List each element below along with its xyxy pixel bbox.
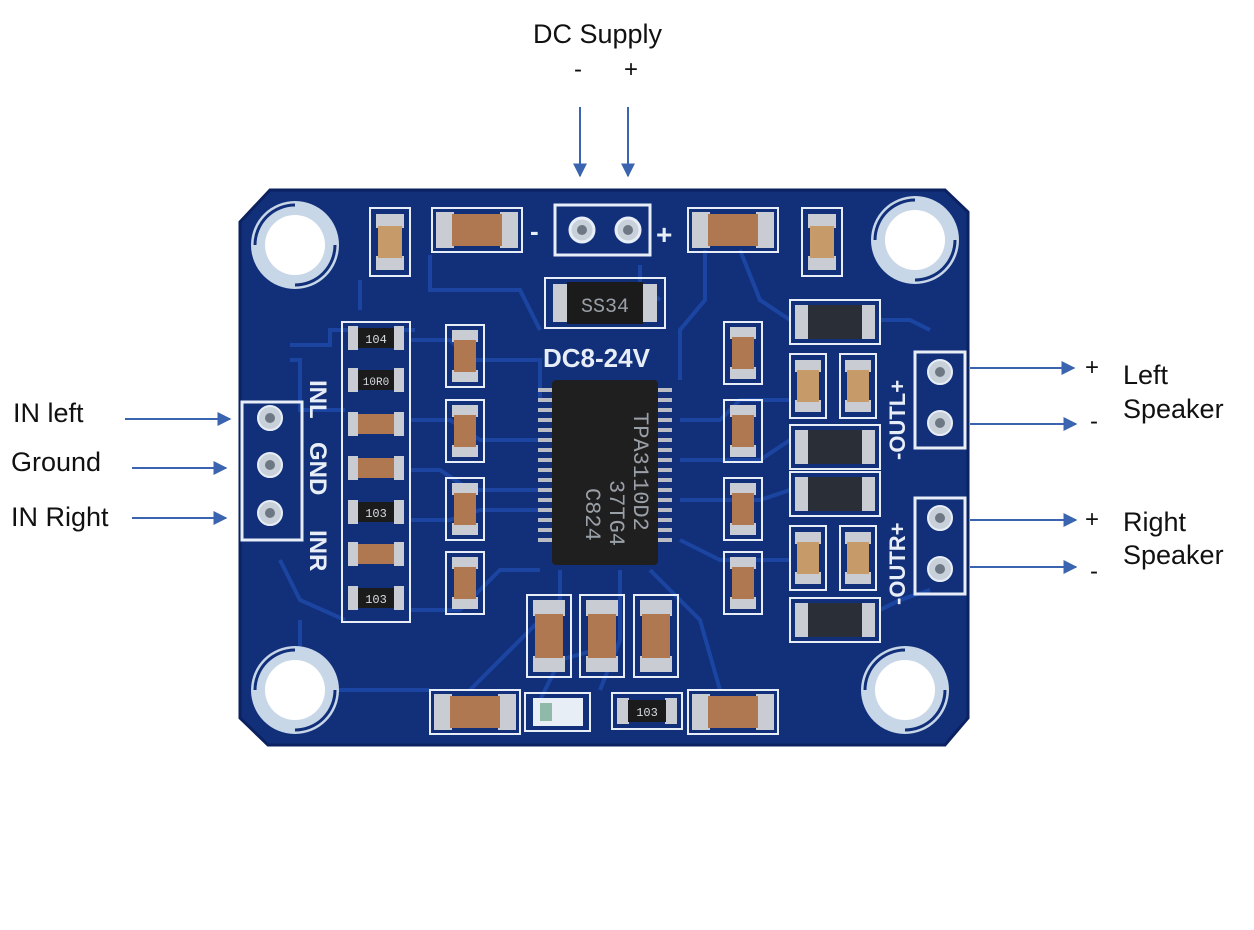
annotation-arrows bbox=[125, 107, 1078, 574]
small-capacitor-top-right bbox=[801, 207, 843, 277]
right-capacitor-column bbox=[723, 321, 763, 615]
power-connector: - + bbox=[530, 203, 672, 257]
status-led bbox=[524, 692, 591, 732]
right-output-header: -OUTR+ bbox=[885, 496, 967, 606]
resistor-label-2: 10R0 bbox=[363, 377, 389, 389]
right-speaker-label-line1: Right bbox=[1123, 507, 1187, 537]
diode-label: SS34 bbox=[581, 296, 629, 319]
pin-label-outr: -OUTR+ bbox=[885, 523, 910, 606]
left-output-header: -OUTL+ bbox=[885, 350, 967, 460]
board-power-plus: + bbox=[656, 219, 672, 250]
bottom-right-capacitor bbox=[687, 689, 779, 735]
left-plus-label: + bbox=[1085, 354, 1100, 381]
pin-label-outl: -OUTL+ bbox=[885, 380, 910, 460]
resistor-label-5: 103 bbox=[636, 706, 658, 720]
dc-supply-label: DC Supply bbox=[533, 19, 663, 49]
bottom-capacitor-row bbox=[526, 594, 679, 678]
right-minus-label: - bbox=[1090, 558, 1098, 585]
right-plus-label: + bbox=[1085, 506, 1100, 533]
right-speaker-label-line2: Speaker bbox=[1123, 540, 1224, 570]
left-speaker-label-line1: Left bbox=[1123, 360, 1169, 390]
left-resistor-column: 104 10R0 103 103 bbox=[341, 321, 411, 623]
mounting-hole-bottom-left bbox=[251, 646, 339, 734]
board-voltage-label: DC8-24V bbox=[543, 343, 651, 373]
in-left-label: IN left bbox=[13, 398, 84, 428]
left-minus-label: - bbox=[1090, 408, 1098, 435]
resistor-label-4: 103 bbox=[365, 593, 387, 607]
board-power-minus: - bbox=[530, 216, 539, 246]
left-speaker-label-line2: Speaker bbox=[1123, 394, 1224, 424]
bottom-left-capacitor bbox=[429, 689, 521, 735]
amplifier-chip: TPA3110D2 37TG4 C824 bbox=[538, 380, 672, 565]
top-right-capacitor bbox=[687, 207, 779, 253]
left-capacitor-column bbox=[445, 324, 485, 615]
pin-label-gnd: GND bbox=[304, 442, 331, 495]
dc-minus-label: - bbox=[574, 56, 582, 83]
small-capacitor-top-left bbox=[369, 207, 411, 277]
chip-label-line3: C824 bbox=[579, 488, 604, 541]
output-small-capacitors bbox=[789, 353, 877, 591]
resistor-label-1: 104 bbox=[365, 333, 387, 347]
in-right-label: IN Right bbox=[11, 502, 109, 532]
ground-label: Ground bbox=[11, 447, 102, 477]
output-filter-components bbox=[789, 299, 881, 643]
top-left-capacitor bbox=[431, 207, 523, 253]
pin-label-inr: INR bbox=[304, 530, 331, 571]
mounting-hole-top-right bbox=[871, 196, 959, 284]
resistor-label-3: 103 bbox=[365, 507, 387, 521]
chip-label-line2: 37TG4 bbox=[603, 480, 628, 546]
bottom-resistor: 103 bbox=[611, 692, 683, 730]
diode-ss34: SS34 bbox=[544, 277, 666, 329]
left-capacitor-bodies bbox=[452, 330, 478, 609]
chip-label-line1: TPA3110D2 bbox=[627, 412, 652, 531]
mounting-hole-top-left bbox=[251, 201, 339, 289]
input-header: INL GND INR bbox=[240, 380, 331, 571]
dc-plus-label: + bbox=[624, 56, 639, 83]
mounting-hole-bottom-right bbox=[861, 646, 949, 734]
pin-label-inl: INL bbox=[304, 380, 331, 419]
right-capacitor-bodies bbox=[730, 327, 756, 609]
